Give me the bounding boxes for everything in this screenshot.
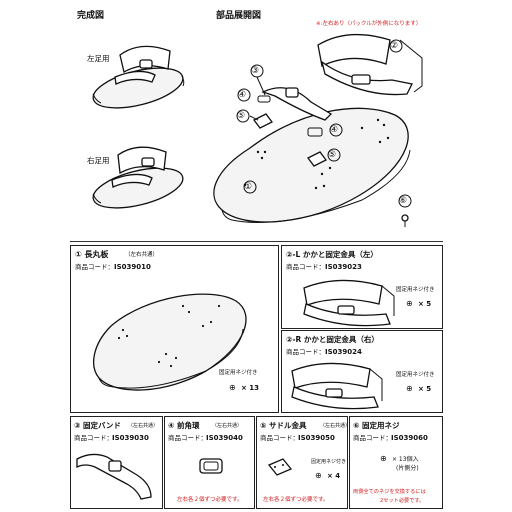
callout-4: ④ [238,90,247,100]
part-2r-code: IS039024 [325,348,362,356]
part-6-note-1: 両側全てのネジを交換するには [353,489,426,495]
part-4-panel: ④ 前角環 （左右共通） 商品コード： IS039040 左右各２個ずつ必要です… [164,416,255,509]
callout-4b: ④ [330,125,339,135]
part-1-qty: × 13 [241,384,260,392]
part-1-title: ① 長丸板 [75,250,109,259]
screw-icon: ⊕ [380,454,387,463]
section-divider [70,241,443,242]
exploded-title: 部品展開図 [216,11,262,21]
part-3-title: ③ 固定バンド [74,421,121,430]
exploded-note: ※:左右あり（パックルが外側になります） [316,21,422,27]
screw-icon: ⊕ [315,471,322,480]
part-4-code-label: 商品コード： [168,434,207,442]
part-5-code-label: 商品コード： [260,434,299,442]
square-ring-illustration [199,458,223,474]
part-2r-panel: ②-R かかと固定金具（右） 商品コード： IS039024 固定用ネジ付き ⊕… [281,330,443,413]
callout-3: ③ [251,66,260,76]
part-4-sub: （左右共通） [212,423,243,429]
part-6-panel: ⑥ 固定用ネジ 商品コード： IS039060 ⊕ × 13個入 (片側分) 両… [349,416,443,509]
callout-6: ⑥ [399,196,408,206]
screw-icon: ⊕ [406,299,413,308]
part-5-panel: ⑤ サドル金具 （左右共通） 商品コード： IS039050 固定用ネジ付き ⊕… [256,416,351,509]
part-5-note: 左右各２個ずつ必要です。 [263,497,329,503]
part-2r-title: ②-R かかと固定金具（右） [286,335,379,344]
heel-bracket-right-illustration [291,362,383,410]
part-3-code: IS039030 [112,434,149,442]
part-1-panel: ① 長丸板 （左右共通） 商品コード： IS039010 固定用ネジ付き ⊕ ×… [70,245,279,413]
long-oval-board-illustration [93,293,247,391]
fixing-band-illustration [76,453,152,500]
part-3-sub: （左右共通） [128,423,159,429]
part-2l-code: IS039023 [325,263,362,271]
heel-bracket-left-illustration [303,279,395,327]
part-4-code: IS039040 [206,434,243,442]
part-5-title: ⑤ サドル金具 [260,421,307,430]
part-5-code: IS039050 [298,434,335,442]
callout-5a: ⑤ [237,111,246,121]
part-1-code: IS039010 [114,263,151,271]
complete-title: 完成図 [77,11,105,21]
part-2r-qty: × 5 [418,385,432,393]
part-6-qty: × 13個入 [392,456,419,463]
part-1-screw-label: 固定用ネジ付き [219,370,258,376]
part-6-title: ⑥ 固定用ネジ [353,421,400,430]
part-3-panel: ③ 固定バンド （左右共通） 商品コード： IS039030 [70,416,163,509]
part-4-title: ④ 前角環 [168,421,200,430]
part-3-code-label: 商品コード： [74,434,113,442]
part-1-code-label: 商品コード： [75,263,114,271]
part-5-qty: × 4 [327,472,341,480]
part-2r-code-label: 商品コード： [286,348,325,356]
part-6-note-2: 2セット必要です。 [380,498,425,504]
part-2l-code-label: 商品コード： [286,263,325,271]
part-5-sub: （左右共通） [320,423,351,429]
callout-1: ① [244,182,253,192]
part-1-sub: （左右共通） [125,252,159,258]
callout-5b: ⑤ [328,150,337,160]
part-2l-screw-label: 固定用ネジ付き [396,287,435,293]
part-2l-panel: ②-L かかと固定金具（左） 商品コード： IS039023 固定用ネジ付き ⊕… [281,245,443,329]
screw-icon: ⊕ [406,384,413,393]
part-2l-qty: × 5 [418,300,432,308]
part-2r-screw-label: 固定用ネジ付き [396,372,435,378]
left-foot-label: 左足用 [87,54,110,63]
part-6-code-label: 商品コード： [353,434,392,442]
callout-2: ② [390,41,399,51]
right-foot-label: 右足用 [87,156,110,165]
part-6-qty2: (片側分) [396,465,419,472]
screw-icon: ⊕ [229,383,236,392]
part-2l-title: ②-L かかと固定金具（左） [286,250,378,259]
part-5-screw-label: 固定用ネジ付き [311,459,347,465]
part-6-code: IS039060 [391,434,428,442]
saddle-bracket-illustration [267,458,293,476]
part-4-note: 左右各２個ずつ必要です。 [177,497,243,503]
